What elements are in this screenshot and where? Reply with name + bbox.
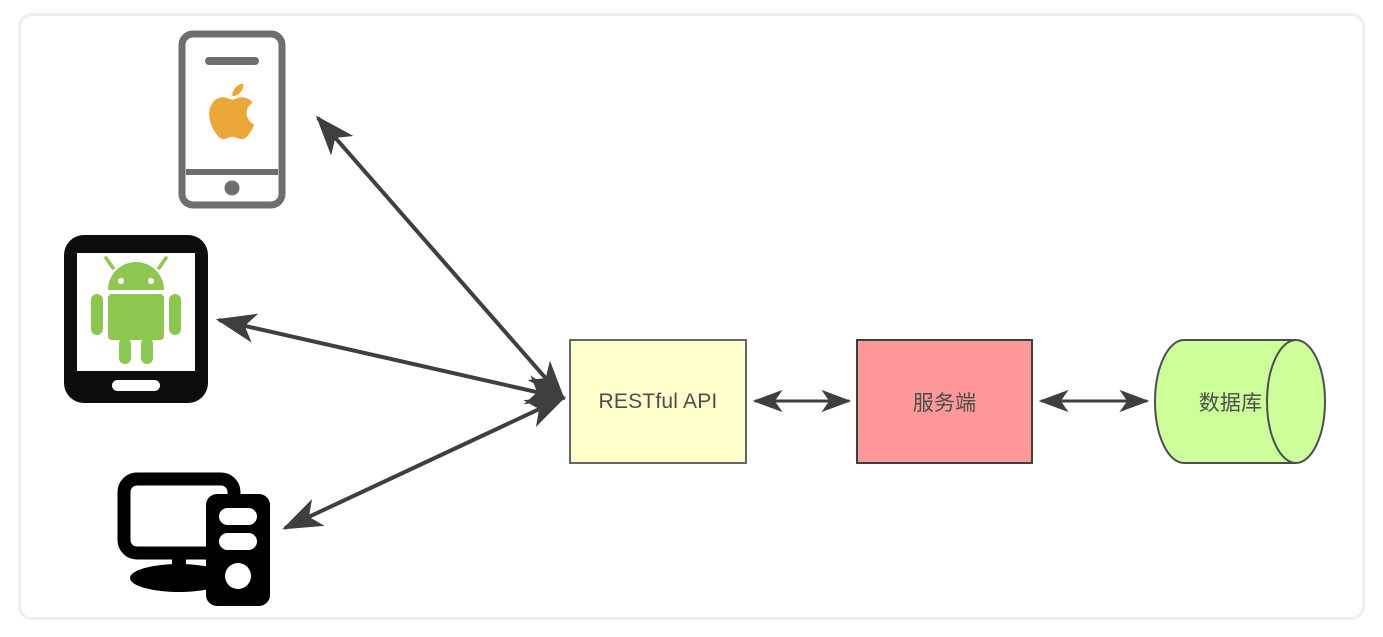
edges-group <box>215 115 1150 530</box>
edge-iphone-to-api <box>315 115 566 401</box>
android-tablet-icon <box>64 235 208 403</box>
restful-api-node[interactable] <box>569 339 747 464</box>
server-node[interactable] <box>856 339 1033 464</box>
edge-android-to-api <box>215 313 567 405</box>
iphone-icon <box>178 30 286 209</box>
desktop-computer-icon <box>117 472 270 606</box>
edge-desktop-to-api <box>282 396 566 530</box>
android-robot-icon <box>91 256 181 364</box>
database-node[interactable] <box>1154 339 1326 464</box>
apple-logo-icon <box>209 83 255 140</box>
